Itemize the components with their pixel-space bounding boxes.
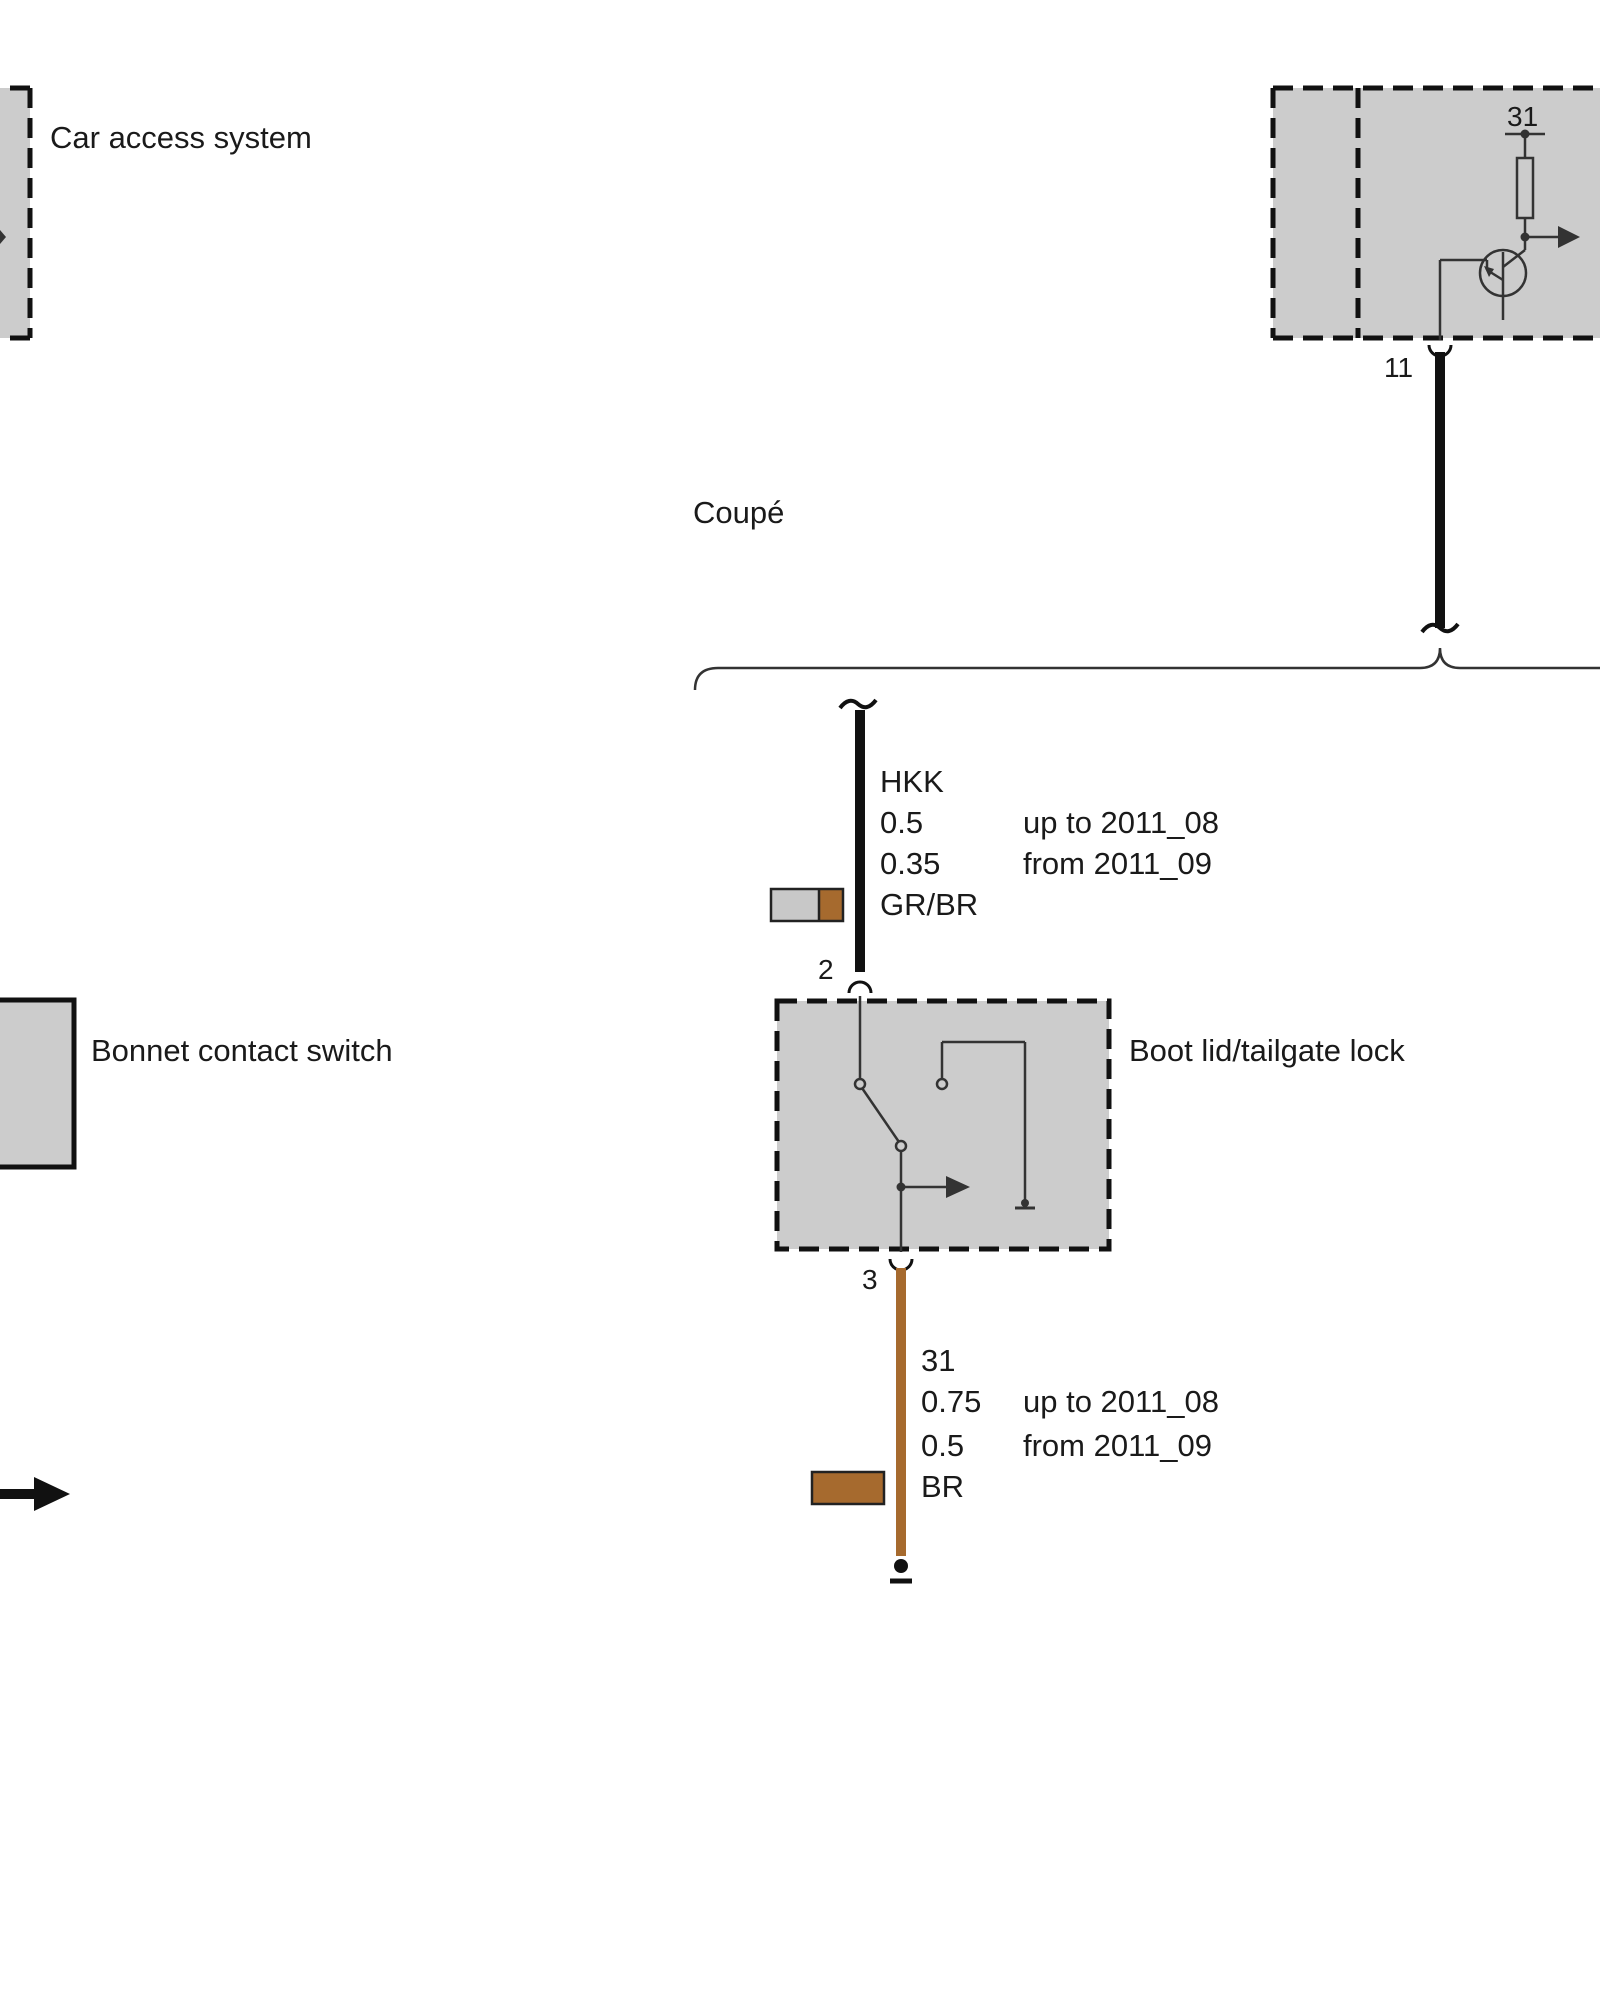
- bonnet-contact-switch-module: [0, 997, 77, 1170]
- transistor-icon: [1478, 248, 1528, 320]
- ground-point-icon: [894, 1559, 908, 1573]
- pin-3-label: 3: [862, 1264, 878, 1295]
- boot-lid-lock-module: [774, 996, 1112, 1252]
- car-access-system-label: Car access system: [50, 120, 312, 155]
- wire-31-color-code: BR: [921, 1469, 964, 1504]
- wire-break-icon: [838, 698, 878, 710]
- wire-hkk-note-1: up to 2011_08: [1023, 805, 1219, 840]
- bonnet-contact-switch-label: Bonnet contact switch: [91, 1033, 393, 1068]
- wire-hkk-name: HKK: [880, 764, 944, 799]
- resistor-icon: [1515, 156, 1535, 220]
- right-control-module: [1270, 85, 1600, 341]
- variant-brace: [693, 647, 1600, 691]
- wire-hkk-size-1: 0.5: [880, 805, 923, 840]
- wire-break-icon: [1420, 622, 1460, 634]
- connector-pin-2: [847, 980, 873, 994]
- wire-color-swatch-br: [810, 1470, 886, 1506]
- output-arrow-icon: [0, 230, 6, 244]
- wire-31-size-2: 0.5: [921, 1428, 964, 1463]
- wire-31-name: 31: [921, 1343, 955, 1378]
- output-arrow-icon: [1558, 226, 1580, 248]
- left-arrow-icon: [0, 1477, 70, 1511]
- pin-2-label: 2: [818, 954, 834, 985]
- wire-color-swatch-gr-br: [769, 887, 845, 923]
- coupe-variant-label: Coupé: [693, 495, 784, 530]
- wire-31-size-1: 0.75: [921, 1384, 981, 1419]
- wire-31-note-2: from 2011_09: [1023, 1428, 1212, 1463]
- pin-11-label: 11: [1384, 352, 1413, 383]
- wire-31-note-1: up to 2011_08: [1023, 1384, 1219, 1419]
- wire-hkk-size-2: 0.35: [880, 846, 940, 881]
- output-arrow-icon: [946, 1176, 970, 1198]
- boot-lid-lock-label: Boot lid/tailgate lock: [1129, 1033, 1405, 1068]
- terminal-31-label: 31: [1507, 101, 1538, 132]
- car-access-system-module: [0, 85, 33, 341]
- wire-hkk-color-code: GR/BR: [880, 887, 978, 922]
- wire-hkk-note-2: from 2011_09: [1023, 846, 1212, 881]
- switch-contact-icon: [860, 1087, 901, 1143]
